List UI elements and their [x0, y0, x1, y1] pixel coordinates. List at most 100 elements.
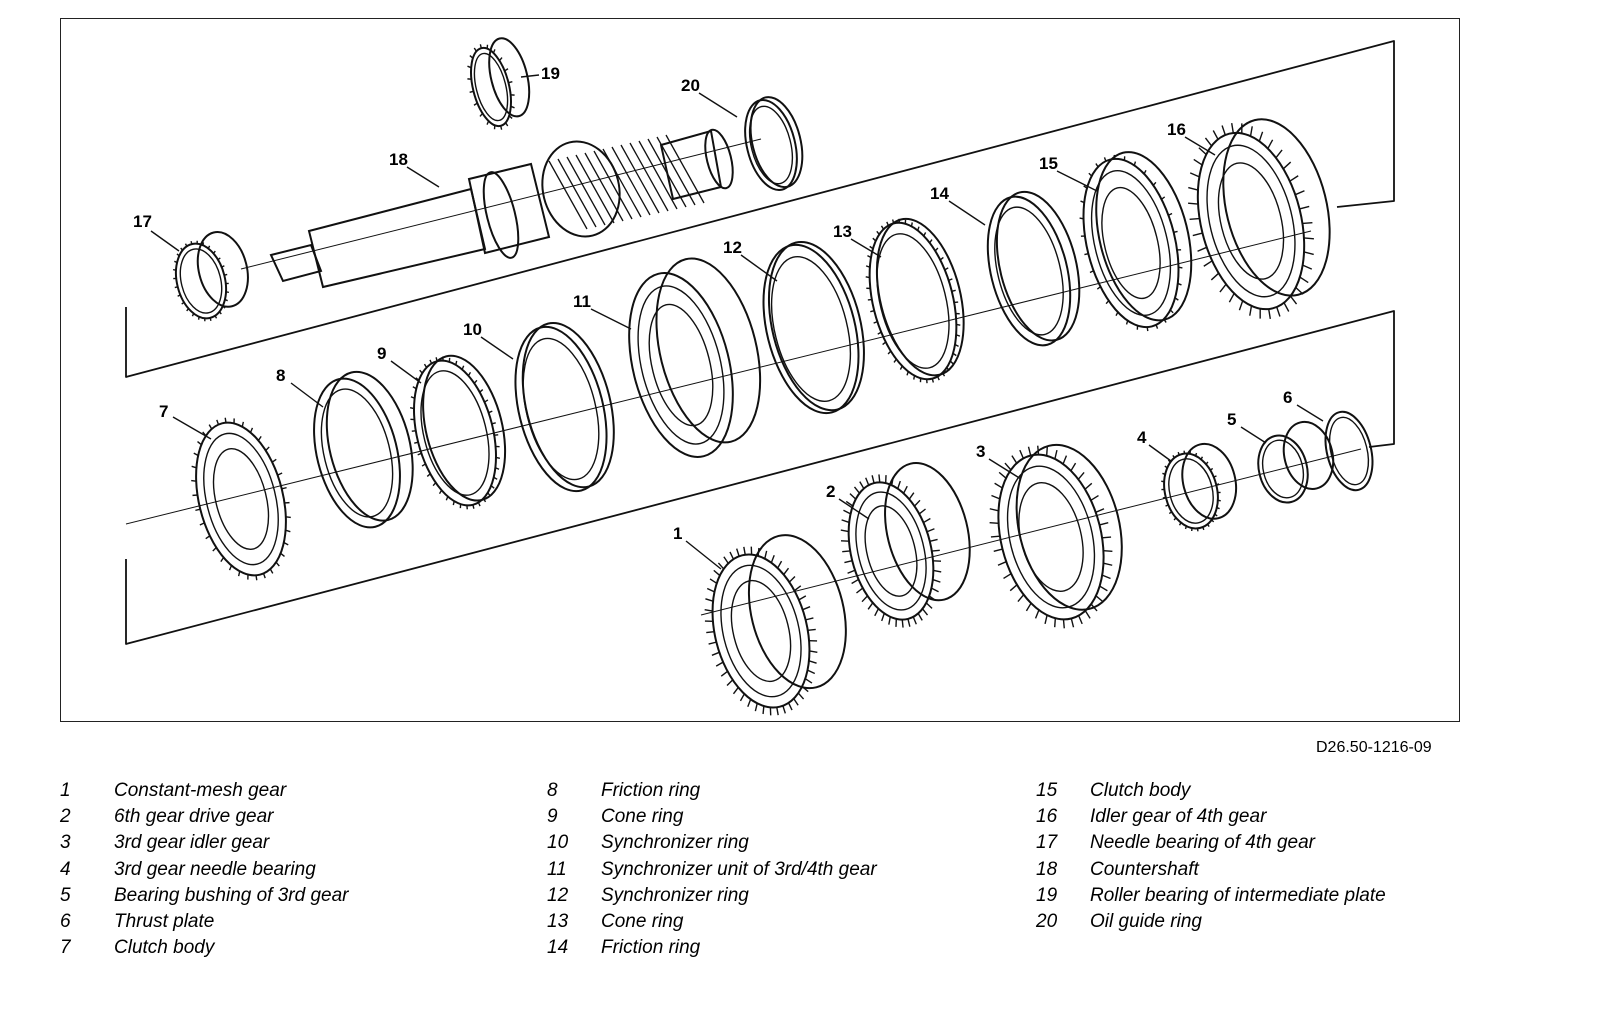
callout-leader-19	[520, 74, 540, 78]
legend-item-number: 11	[547, 858, 567, 880]
legend-item-number: 12	[547, 884, 569, 906]
part-20	[744, 96, 804, 192]
legend-item-label: Cone ring	[601, 910, 684, 932]
upper-plane-outline	[125, 40, 1395, 378]
callout-2: 2	[826, 482, 835, 501]
callout-leader-16	[1184, 136, 1216, 156]
part-10	[514, 321, 615, 493]
callout-leader-5	[1240, 426, 1267, 444]
legend-item-number: 19	[1036, 884, 1058, 906]
callout-leader-14	[948, 200, 986, 226]
callout-7: 7	[159, 402, 168, 421]
legend-item-label: Synchronizer unit of 3rd/4th gear	[601, 858, 877, 880]
part-16	[1188, 118, 1331, 320]
callout-11: 11	[573, 292, 591, 311]
part-6	[1324, 410, 1374, 492]
drawing-code: D26.50-1216-09	[1316, 739, 1432, 756]
legend-item-number: 14	[547, 937, 569, 959]
upper-axis-line	[240, 138, 762, 270]
callout-1: 1	[673, 524, 682, 543]
part-4	[1161, 442, 1238, 532]
legend-item-label: 3rd gear needle bearing	[114, 858, 316, 880]
callout-8: 8	[276, 366, 285, 385]
callout-leader-20	[698, 92, 738, 118]
callout-15: 15	[1039, 154, 1058, 173]
legend-item-label: Countershaft	[1090, 858, 1199, 880]
callout-leader-2	[838, 498, 870, 520]
callout-12: 12	[723, 238, 742, 257]
callout-16: 16	[1167, 120, 1186, 139]
callout-3: 3	[976, 442, 985, 461]
legend-item-label: Oil guide ring	[1090, 910, 1202, 932]
callout-10: 10	[463, 320, 482, 339]
part-2	[840, 462, 971, 628]
legend-item-number: 8	[547, 780, 558, 801]
callout-leader-18	[406, 166, 440, 188]
legend-item-label: Synchronizer ring	[601, 884, 749, 906]
legend-item-number: 7	[60, 937, 71, 959]
legend-item-number: 16	[1036, 806, 1058, 828]
callout-leader-8	[290, 382, 324, 408]
legend-item-number: 9	[547, 806, 558, 828]
callout-6: 6	[1283, 388, 1292, 407]
callout-leader-17	[150, 230, 180, 252]
part-1	[704, 534, 847, 716]
callout-leader-1	[685, 540, 722, 570]
middle-plane-outline	[125, 310, 1395, 645]
callout-17: 17	[133, 212, 152, 231]
callout-leader-4	[1148, 444, 1172, 462]
part-14	[986, 190, 1081, 347]
part-5	[1257, 420, 1335, 504]
callout-20: 20	[681, 76, 700, 95]
part-8	[313, 370, 414, 529]
callout-18: 18	[389, 150, 408, 169]
legend-item-label: Friction ring	[601, 937, 701, 959]
part-3	[989, 443, 1123, 629]
callout-leader-15	[1056, 170, 1098, 192]
legend-item-number: 1	[60, 780, 71, 801]
callout-leader-6	[1296, 404, 1324, 422]
callout-leader-13	[850, 238, 882, 258]
part-12	[762, 240, 865, 415]
part-11	[628, 257, 762, 458]
legend-item-label: Constant-mesh gear	[114, 780, 287, 801]
legend-item-number: 20	[1036, 910, 1058, 932]
legend-item-number: 15	[1036, 780, 1058, 801]
part-15	[1079, 151, 1193, 332]
callout-leader-10	[480, 336, 514, 360]
callout-leader-12	[740, 254, 778, 282]
callout-leader-9	[390, 360, 422, 384]
part-18	[269, 128, 734, 289]
legend-item-label: Needle bearing of 4th gear	[1090, 832, 1315, 854]
callout-leader-3	[988, 458, 1022, 480]
legend-item-number: 17	[1036, 832, 1058, 854]
legend-item-label: Cone ring	[601, 806, 684, 828]
callout-13: 13	[833, 222, 852, 241]
callout-19: 19	[541, 64, 560, 83]
legend-item-label: 6th gear drive gear	[114, 806, 274, 828]
legend-item-number: 6	[60, 910, 71, 932]
callout-4: 4	[1137, 428, 1147, 447]
legend-item-number: 4	[60, 858, 71, 880]
legend-item-label: Roller bearing of intermediate plate	[1090, 884, 1386, 906]
part-19	[467, 37, 531, 130]
legend-item-label: 3rd gear idler gear	[114, 832, 270, 854]
legend-item-label: Bearing bushing of 3rd gear	[114, 884, 349, 906]
callout-9: 9	[377, 344, 386, 363]
legend-item-number: 13	[547, 910, 569, 932]
part-7	[191, 417, 291, 581]
legend-item-label: Clutch body	[1090, 780, 1191, 801]
legend-item-number: 18	[1036, 858, 1058, 880]
part-9	[409, 354, 507, 510]
legend-item-number: 3	[60, 832, 71, 854]
legend-item-label: Clutch body	[114, 937, 215, 959]
legend-item-number: 10	[547, 832, 569, 854]
callout-5: 5	[1227, 410, 1236, 429]
legend-item-label: Friction ring	[601, 780, 701, 801]
lower-axis-line	[700, 448, 1362, 616]
legend-item-label: Idler gear of 4th gear	[1090, 806, 1267, 828]
legend-item-number: 2	[60, 806, 71, 828]
legend-item-label: Thrust plate	[114, 910, 215, 932]
